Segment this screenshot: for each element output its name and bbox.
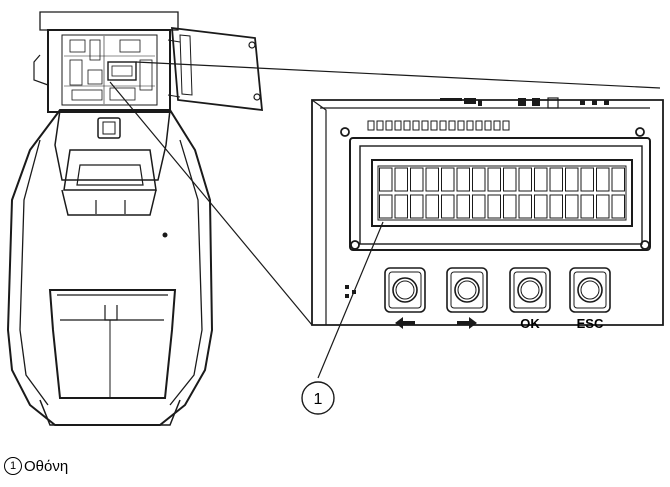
lcd-cell xyxy=(456,167,470,192)
zoom-panel: OK ESC xyxy=(311,97,664,331)
lcd-cell xyxy=(379,194,393,219)
callout-1: 1 xyxy=(301,221,384,415)
lcd-screen xyxy=(349,137,651,251)
lcd-cell xyxy=(549,167,563,192)
lcd-cell xyxy=(394,194,408,219)
header-pin xyxy=(403,120,411,131)
lcd-cell xyxy=(565,194,579,219)
lcd-cell xyxy=(456,194,470,219)
lcd-cell xyxy=(596,194,610,219)
right-button[interactable] xyxy=(446,267,488,329)
lcd-cell xyxy=(580,194,594,219)
lcd-cell xyxy=(596,167,610,192)
lcd-cell xyxy=(487,194,501,219)
header-pin xyxy=(376,120,384,131)
lcd-cell xyxy=(549,194,563,219)
control-buttons: OK ESC xyxy=(384,267,611,331)
header-pin xyxy=(493,120,501,131)
lcd-cell xyxy=(503,167,517,192)
lcd-cell xyxy=(472,194,486,219)
lcd-cell xyxy=(534,167,548,192)
left-button[interactable] xyxy=(384,267,426,329)
machine xyxy=(6,11,264,426)
header-pin xyxy=(448,120,456,131)
esc-button[interactable]: ESC xyxy=(569,267,611,331)
lcd-cell xyxy=(394,167,408,192)
zoom-leader-lines xyxy=(109,61,661,326)
lcd-cell xyxy=(441,194,455,219)
header-pin xyxy=(385,120,393,131)
ok-button[interactable]: OK xyxy=(509,267,551,331)
header-pin xyxy=(430,120,438,131)
header-pin xyxy=(421,120,429,131)
lcd-cell xyxy=(534,194,548,219)
esc-button-label: ESC xyxy=(577,316,604,331)
lcd-cell xyxy=(503,194,517,219)
header-pin xyxy=(394,120,402,131)
callout-number: 1 xyxy=(314,391,323,408)
lcd-cell xyxy=(565,167,579,192)
lcd-cell xyxy=(425,194,439,219)
header-pin xyxy=(412,120,420,131)
lcd-cell xyxy=(611,167,625,192)
lcd-cell xyxy=(425,167,439,192)
legend-text: Οθόνη xyxy=(24,457,69,475)
lcd-cell xyxy=(410,167,424,192)
lcd-cell xyxy=(441,167,455,192)
ok-button-label: OK xyxy=(520,316,540,331)
header-pin xyxy=(457,120,465,131)
header-pin xyxy=(502,120,510,131)
lcd-cell xyxy=(472,167,486,192)
header-pin xyxy=(475,120,483,131)
header-pin xyxy=(484,120,492,131)
lcd-character-grid xyxy=(379,167,625,219)
lcd-cell xyxy=(518,167,532,192)
lcd-cell xyxy=(487,167,501,192)
header-pin xyxy=(466,120,474,131)
legend-number: 1 xyxy=(4,457,22,475)
legend: 1 Οθόνη xyxy=(4,454,68,478)
lcd-cell xyxy=(410,194,424,219)
pin-header xyxy=(367,120,510,131)
lcd-cell xyxy=(580,167,594,192)
header-pin xyxy=(439,120,447,131)
arrow-right-icon xyxy=(457,317,477,329)
lcd-cell xyxy=(379,167,393,192)
header-pin xyxy=(367,120,375,131)
lcd-cell xyxy=(518,194,532,219)
lcd-cell xyxy=(611,194,625,219)
arrow-left-icon xyxy=(395,317,415,329)
